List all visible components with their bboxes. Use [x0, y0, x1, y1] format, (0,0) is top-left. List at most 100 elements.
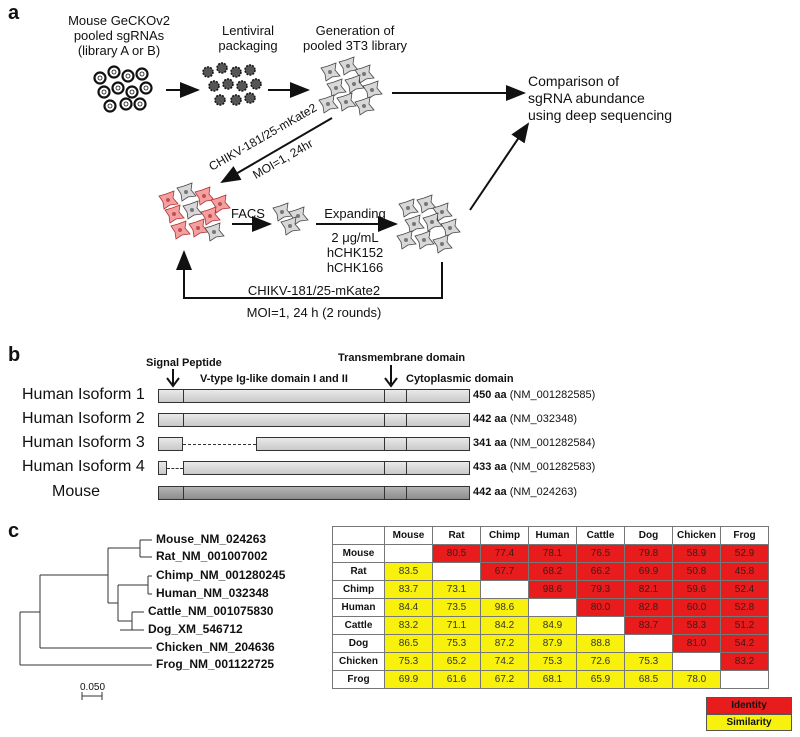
matrix-row-header: Mouse	[332, 544, 385, 563]
isoform-3-length: 341 aa (NM_001282584)	[473, 437, 596, 449]
matrix-col-header: Frog	[720, 526, 769, 545]
loop-virus-label: CHIKV-181/25-mKate2	[247, 283, 381, 298]
cytoplasmic-label: Cytoplasmic domain	[406, 373, 514, 385]
tree-leaf-frog: Frog_NM_001122725	[156, 657, 275, 671]
matrix-col-header: Rat	[432, 526, 481, 545]
domain-pointers	[166, 365, 398, 388]
similarity-cell: 83.2	[384, 616, 433, 635]
tree-leaf-cattle: Cattle_NM_001075830	[148, 604, 274, 618]
matrix-row-header: Rat	[332, 562, 385, 581]
loop-moi-label: MOI=1, 24 h (2 rounds)	[246, 305, 382, 320]
isoform-4-name: Human Isoform 4	[22, 458, 145, 475]
similarity-cell: 67.2	[480, 670, 529, 689]
tree-leaf-rat: Rat_NM_001007002	[156, 549, 268, 563]
similarity-cell: 65.9	[576, 670, 625, 689]
identity-cell: 82.8	[624, 598, 673, 617]
transmembrane-label: Transmembrane domain	[338, 352, 466, 364]
similarity-cell: 75.3	[528, 652, 577, 671]
signal-peptide-label: Signal Peptide	[146, 357, 222, 369]
panel-a-diagram	[93, 56, 530, 299]
matrix-col-header: Cattle	[576, 526, 625, 545]
similarity-cell: 84.2	[480, 616, 529, 635]
isoform-3-name: Human Isoform 3	[22, 434, 145, 451]
identity-cell: 50.8	[672, 562, 721, 581]
similarity-cell: 68.1	[528, 670, 577, 689]
similarity-cell: 69.9	[384, 670, 433, 689]
matrix-corner	[332, 526, 385, 545]
tree-leaf-chicken: Chicken_NM_204636	[156, 640, 275, 654]
generation-label: Generation of pooled 3T3 library	[302, 23, 408, 53]
identity-cell: 83.7	[624, 616, 673, 635]
tree-scale-label: 0.050	[80, 682, 106, 693]
panel-c-label: c	[8, 520, 20, 542]
expanding-label: Expanding	[324, 206, 386, 221]
matrix-row-header: Cattle	[332, 616, 385, 635]
legend-identity: Identity	[706, 697, 792, 714]
mouse-isoform-length: 442 aa (NM_024263)	[473, 486, 577, 498]
matrix-row-header: Dog	[332, 634, 385, 653]
similarity-cell: 83.7	[384, 580, 433, 599]
similarity-cell: 98.6	[480, 598, 529, 617]
identity-cell: 76.5	[576, 544, 625, 563]
similarity-cell: 68.5	[624, 670, 673, 689]
packaging-label: Lentiviral packaging	[218, 23, 278, 53]
panel-b-label: b	[8, 344, 21, 366]
identity-cell: 80.0	[576, 598, 625, 617]
identity-cell: 83.2	[720, 652, 769, 671]
similarity-cell: 73.1	[432, 580, 481, 599]
identity-cell: 52.4	[720, 580, 769, 599]
similarity-cell: 65.2	[432, 652, 481, 671]
matrix-col-header: Chimp	[480, 526, 529, 545]
similarity-cell: 61.6	[432, 670, 481, 689]
similarity-cell: 75.3	[432, 634, 481, 653]
similarity-cell: 84.9	[528, 616, 577, 635]
similarity-cell: 83.5	[384, 562, 433, 581]
identity-cell: 98.6	[528, 580, 577, 599]
library-label: Mouse GeCKOv2 pooled sgRNAs (library A o…	[68, 13, 170, 58]
isoform-1-length: 450 aa (NM_001282585)	[473, 389, 596, 401]
tree-leaf-human: Human_NM_032348	[156, 586, 269, 600]
matrix-col-header: Mouse	[384, 526, 433, 545]
diagonal-cell	[624, 634, 673, 653]
isoform-4-length: 433 aa (NM_001282583)	[473, 461, 596, 473]
ig-domain-label: V-type Ig-like domain I and II	[200, 373, 348, 385]
similarity-cell: 87.2	[480, 634, 529, 653]
legend-identity-label: Identity	[731, 700, 767, 711]
diagonal-cell	[576, 616, 625, 635]
identity-cell: 52.9	[720, 544, 769, 563]
identity-cell: 45.8	[720, 562, 769, 581]
isoform-2-bar	[158, 413, 470, 427]
similarity-cell: 87.9	[528, 634, 577, 653]
similarity-cell: 84.4	[384, 598, 433, 617]
diagonal-cell	[720, 670, 769, 689]
tree-leaf-chimp: Chimp_NM_001280245	[156, 568, 286, 582]
diagonal-cell	[384, 544, 433, 563]
similarity-cell: 78.0	[672, 670, 721, 689]
identity-cell: 68.2	[528, 562, 577, 581]
identity-cell: 58.9	[672, 544, 721, 563]
similarity-cell: 75.3	[624, 652, 673, 671]
diagonal-cell	[480, 580, 529, 599]
similarity-cell: 86.5	[384, 634, 433, 653]
identity-cell: 51.2	[720, 616, 769, 635]
diagonal-cell	[672, 652, 721, 671]
isoform-3-deletion	[183, 444, 256, 445]
legend-similarity-label: Similarity	[726, 717, 772, 728]
diagonal-cell	[432, 562, 481, 581]
identity-cell: 69.9	[624, 562, 673, 581]
identity-cell: 58.3	[672, 616, 721, 635]
identity-cell: 66.2	[576, 562, 625, 581]
similarity-cell: 72.6	[576, 652, 625, 671]
diagonal-cell	[528, 598, 577, 617]
identity-cell: 59.6	[672, 580, 721, 599]
identity-cell: 80.5	[432, 544, 481, 563]
tree-leaf-mouse: Mouse_NM_024263	[156, 532, 267, 546]
matrix-col-header: Human	[528, 526, 577, 545]
identity-cell: 77.4	[480, 544, 529, 563]
